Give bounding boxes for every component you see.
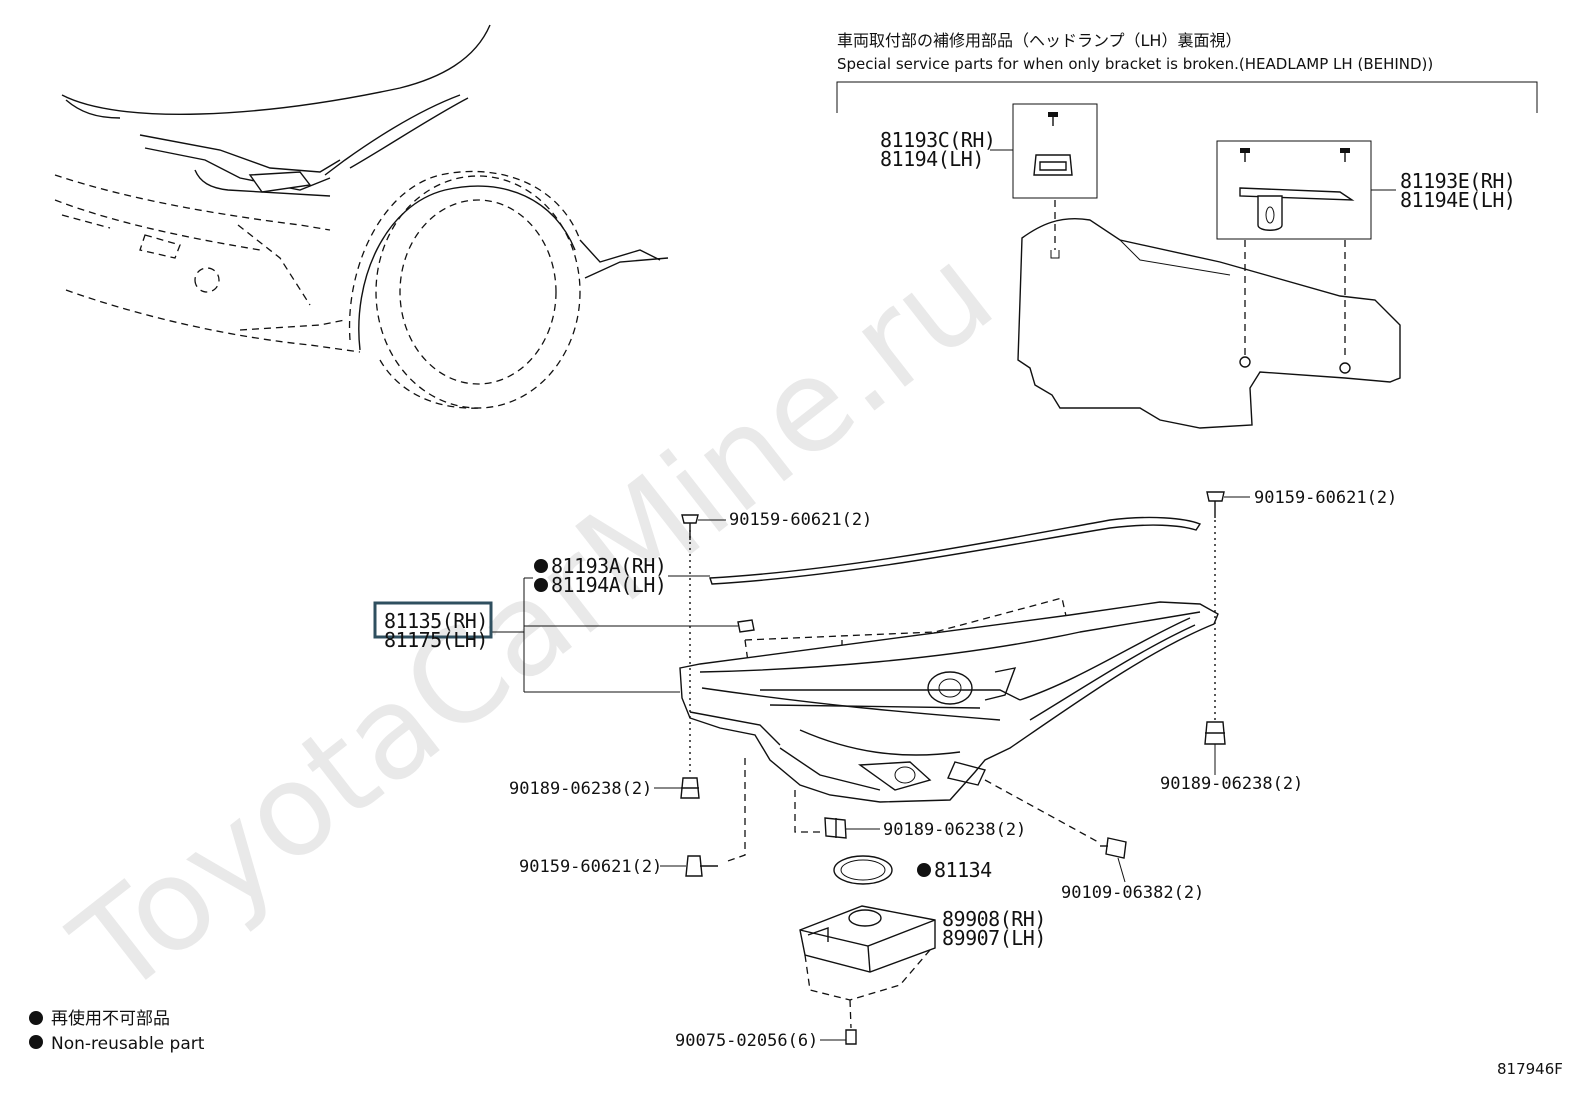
label-90189-right: 90189-06238(2) bbox=[1160, 774, 1303, 794]
label-90159-top: 90159-60621(2) bbox=[729, 510, 872, 530]
label-89908: 89908(RH) bbox=[942, 907, 1046, 931]
clip-90189-left bbox=[680, 777, 700, 799]
highlight-81135 bbox=[373, 601, 493, 639]
legend-jp: 再使用不可部品 bbox=[51, 1008, 170, 1029]
legend-en: Non-reusable part bbox=[51, 1034, 205, 1054]
inset-title-jp: 車両取付部の補修用部品（ヘッドランプ（LH）裏面視） bbox=[837, 31, 1241, 50]
headlamp-exploded-view: 81193A(RH) 81194A(LH) 81135(RH) 81175(LH… bbox=[373, 488, 1397, 1051]
label-81194a: 81194A(LH) bbox=[551, 573, 666, 597]
label-81193e: 81193E(RH) bbox=[1400, 169, 1515, 193]
label-90159-bottom: 90159-60621(2) bbox=[519, 857, 662, 877]
bolt-90159-right bbox=[1206, 491, 1225, 518]
vehicle-front-corner-illustration bbox=[54, 24, 669, 409]
bolt-90159-bottom bbox=[685, 855, 718, 877]
label-90075: 90075-02056(6) bbox=[675, 1031, 818, 1051]
label-90109: 90109-06382(2) bbox=[1061, 883, 1204, 903]
clip-90189-right bbox=[1204, 721, 1226, 745]
clip-90189-mid bbox=[824, 817, 847, 839]
screw-90075 bbox=[845, 1029, 857, 1045]
inset-title-en: Special service parts for when only brac… bbox=[837, 55, 1433, 73]
label-81135: 81135(RH) bbox=[384, 609, 488, 633]
ballast-89908 bbox=[799, 905, 936, 973]
label-81193c: 81193C(RH) bbox=[880, 128, 995, 152]
watermark: ToyotaCarMine.ru bbox=[47, 219, 1021, 1025]
screw-90109 bbox=[1100, 837, 1127, 859]
label-81194: 81194(LH) bbox=[880, 147, 984, 171]
bracket-repair-inset: 車両取付部の補修用部品（ヘッドランプ（LH）裏面視） Special servi… bbox=[836, 31, 1538, 429]
label-89907: 89907(LH) bbox=[942, 926, 1046, 950]
label-90159-right: 90159-60621(2) bbox=[1254, 488, 1397, 508]
bolt-90159-top bbox=[681, 514, 699, 540]
legend: 再使用不可部品 Non-reusable part bbox=[29, 1008, 205, 1054]
label-90189-left: 90189-06238(2) bbox=[509, 779, 652, 799]
diagram-code: 817946F bbox=[1497, 1060, 1563, 1078]
label-81175: 81175(LH) bbox=[384, 628, 488, 652]
label-81193a: 81193A(RH) bbox=[551, 554, 666, 578]
bracket-c-box bbox=[1012, 103, 1098, 199]
label-90189-mid: 90189-06238(2) bbox=[883, 820, 1026, 840]
label-81134: 81134 bbox=[934, 858, 992, 882]
label-81194e: 81194E(LH) bbox=[1400, 188, 1515, 212]
